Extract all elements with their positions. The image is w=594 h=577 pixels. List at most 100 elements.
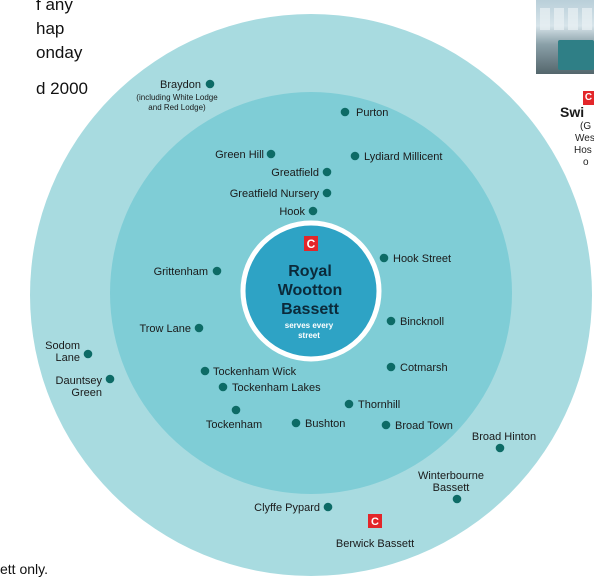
location-berwick-bassett: C Berwick Bassett (336, 514, 414, 550)
location-label: Sodom (45, 340, 80, 352)
location-dot (105, 374, 115, 384)
location-label: Broad Town (395, 420, 453, 432)
intro-text-line: d 2000 (36, 79, 88, 98)
centre-marker-icon (304, 236, 318, 251)
location-purton: Purton (340, 107, 388, 119)
location-tockenham-wick: Tockenham Wick (200, 366, 297, 378)
location-label: Lydiard Millicent (364, 151, 442, 163)
side-panel-title: Swi (560, 104, 585, 120)
location-note: and Red Lodge) (148, 103, 206, 112)
location-dot (308, 206, 318, 216)
side-panel-line: o (583, 157, 589, 168)
depot-photo (536, 0, 594, 74)
location-label: Tockenham Lakes (232, 382, 321, 394)
location-thornhill: Thornhill (344, 399, 400, 411)
location-dot (322, 188, 332, 198)
location-label: Tockenham Wick (213, 366, 297, 378)
location-label: Broad Hinton (472, 431, 536, 443)
location-label: Greatfield (271, 167, 319, 179)
location-label: Hook (279, 206, 305, 218)
centre-name-line: Bassett (281, 301, 339, 318)
location-grittenham: Grittenham (154, 266, 222, 278)
centre-name-line: Royal (288, 263, 332, 280)
collection-marker-icon (368, 514, 382, 528)
location-dot (379, 253, 389, 263)
location-dot (194, 323, 204, 333)
location-label: Braydon (160, 79, 201, 91)
location-dot (291, 418, 301, 428)
location-hook: Hook (279, 206, 318, 218)
location-label: Bushton (305, 418, 345, 430)
location-trow-lane: Trow Lane (139, 323, 204, 335)
location-dot (212, 266, 222, 276)
location-clyffe-pypard: Clyffe Pypard (254, 502, 333, 514)
location-tockenham: Tockenham (206, 405, 262, 431)
location-greatfield: Greatfield (271, 167, 332, 179)
centre-name-line: Wootton (278, 282, 343, 299)
location-dot (386, 316, 396, 326)
collection-marker-letter: C (371, 516, 379, 528)
intro-text-line: hap (36, 19, 65, 38)
side-panel-line: (G (580, 121, 592, 132)
location-label: Hook Street (393, 253, 451, 265)
intro-text-line: f any (36, 0, 73, 14)
location-dot (200, 366, 210, 376)
location-label: Green (71, 387, 102, 399)
location-dot (266, 149, 276, 159)
location-dot (323, 502, 333, 512)
location-cotmarsh: Cotmarsh (386, 362, 448, 374)
location-hook-street: Hook Street (379, 253, 451, 265)
location-dot (495, 443, 505, 453)
location-lydiard-millicent: Lydiard Millicent (350, 151, 442, 163)
location-label: Dauntsey (56, 375, 103, 387)
location-label: Tockenham (206, 419, 262, 431)
location-broad-hinton: Broad Hinton (472, 431, 536, 453)
location-greatfield-nursery: Greatfield Nursery (230, 188, 332, 200)
intro-text-line: onday (36, 43, 83, 62)
location-label: Green Hill (215, 149, 264, 161)
location-label: Thornhill (358, 399, 400, 411)
location-dot (386, 362, 396, 372)
location-label: Bincknoll (400, 316, 444, 328)
location-dot (205, 79, 215, 89)
location-dot (218, 382, 228, 392)
side-panel-line: Wes (575, 133, 594, 144)
location-dot (231, 405, 241, 415)
truck-shape (558, 40, 594, 70)
footnote-text: ett only. (0, 561, 48, 577)
location-note: (including White Lodge (136, 93, 218, 102)
location-label: Lane (56, 352, 80, 364)
location-label: Greatfield Nursery (230, 188, 320, 200)
location-label: Winterbourne (418, 470, 484, 482)
centre-note-line: serves every (285, 321, 334, 330)
location-dot (340, 107, 350, 117)
location-bincknoll: Bincknoll (386, 316, 444, 328)
location-dot (322, 167, 332, 177)
location-dot (452, 494, 462, 504)
location-label: Clyffe Pypard (254, 502, 320, 514)
location-tockenham-lakes: Tockenham Lakes (218, 382, 321, 394)
location-green-hill: Green Hill (215, 149, 276, 161)
location-broad-town: Broad Town (381, 420, 453, 432)
location-label: Grittenham (154, 266, 208, 278)
location-bushton: Bushton (291, 418, 345, 430)
location-label: Purton (356, 107, 388, 119)
location-label: Trow Lane (139, 323, 191, 335)
location-label: Cotmarsh (400, 362, 448, 374)
location-dot (350, 151, 360, 161)
location-dot (83, 349, 93, 359)
collection-marker-icon: C (583, 91, 594, 105)
centre-marker-letter: C (307, 237, 316, 251)
location-label: Bassett (433, 482, 470, 494)
side-panel-line: Hos (574, 145, 592, 156)
centre-note-line: street (298, 331, 320, 340)
location-dot (344, 399, 354, 409)
location-label: Berwick Bassett (336, 538, 414, 550)
location-dot (381, 420, 391, 430)
centre-circle (240, 220, 382, 362)
